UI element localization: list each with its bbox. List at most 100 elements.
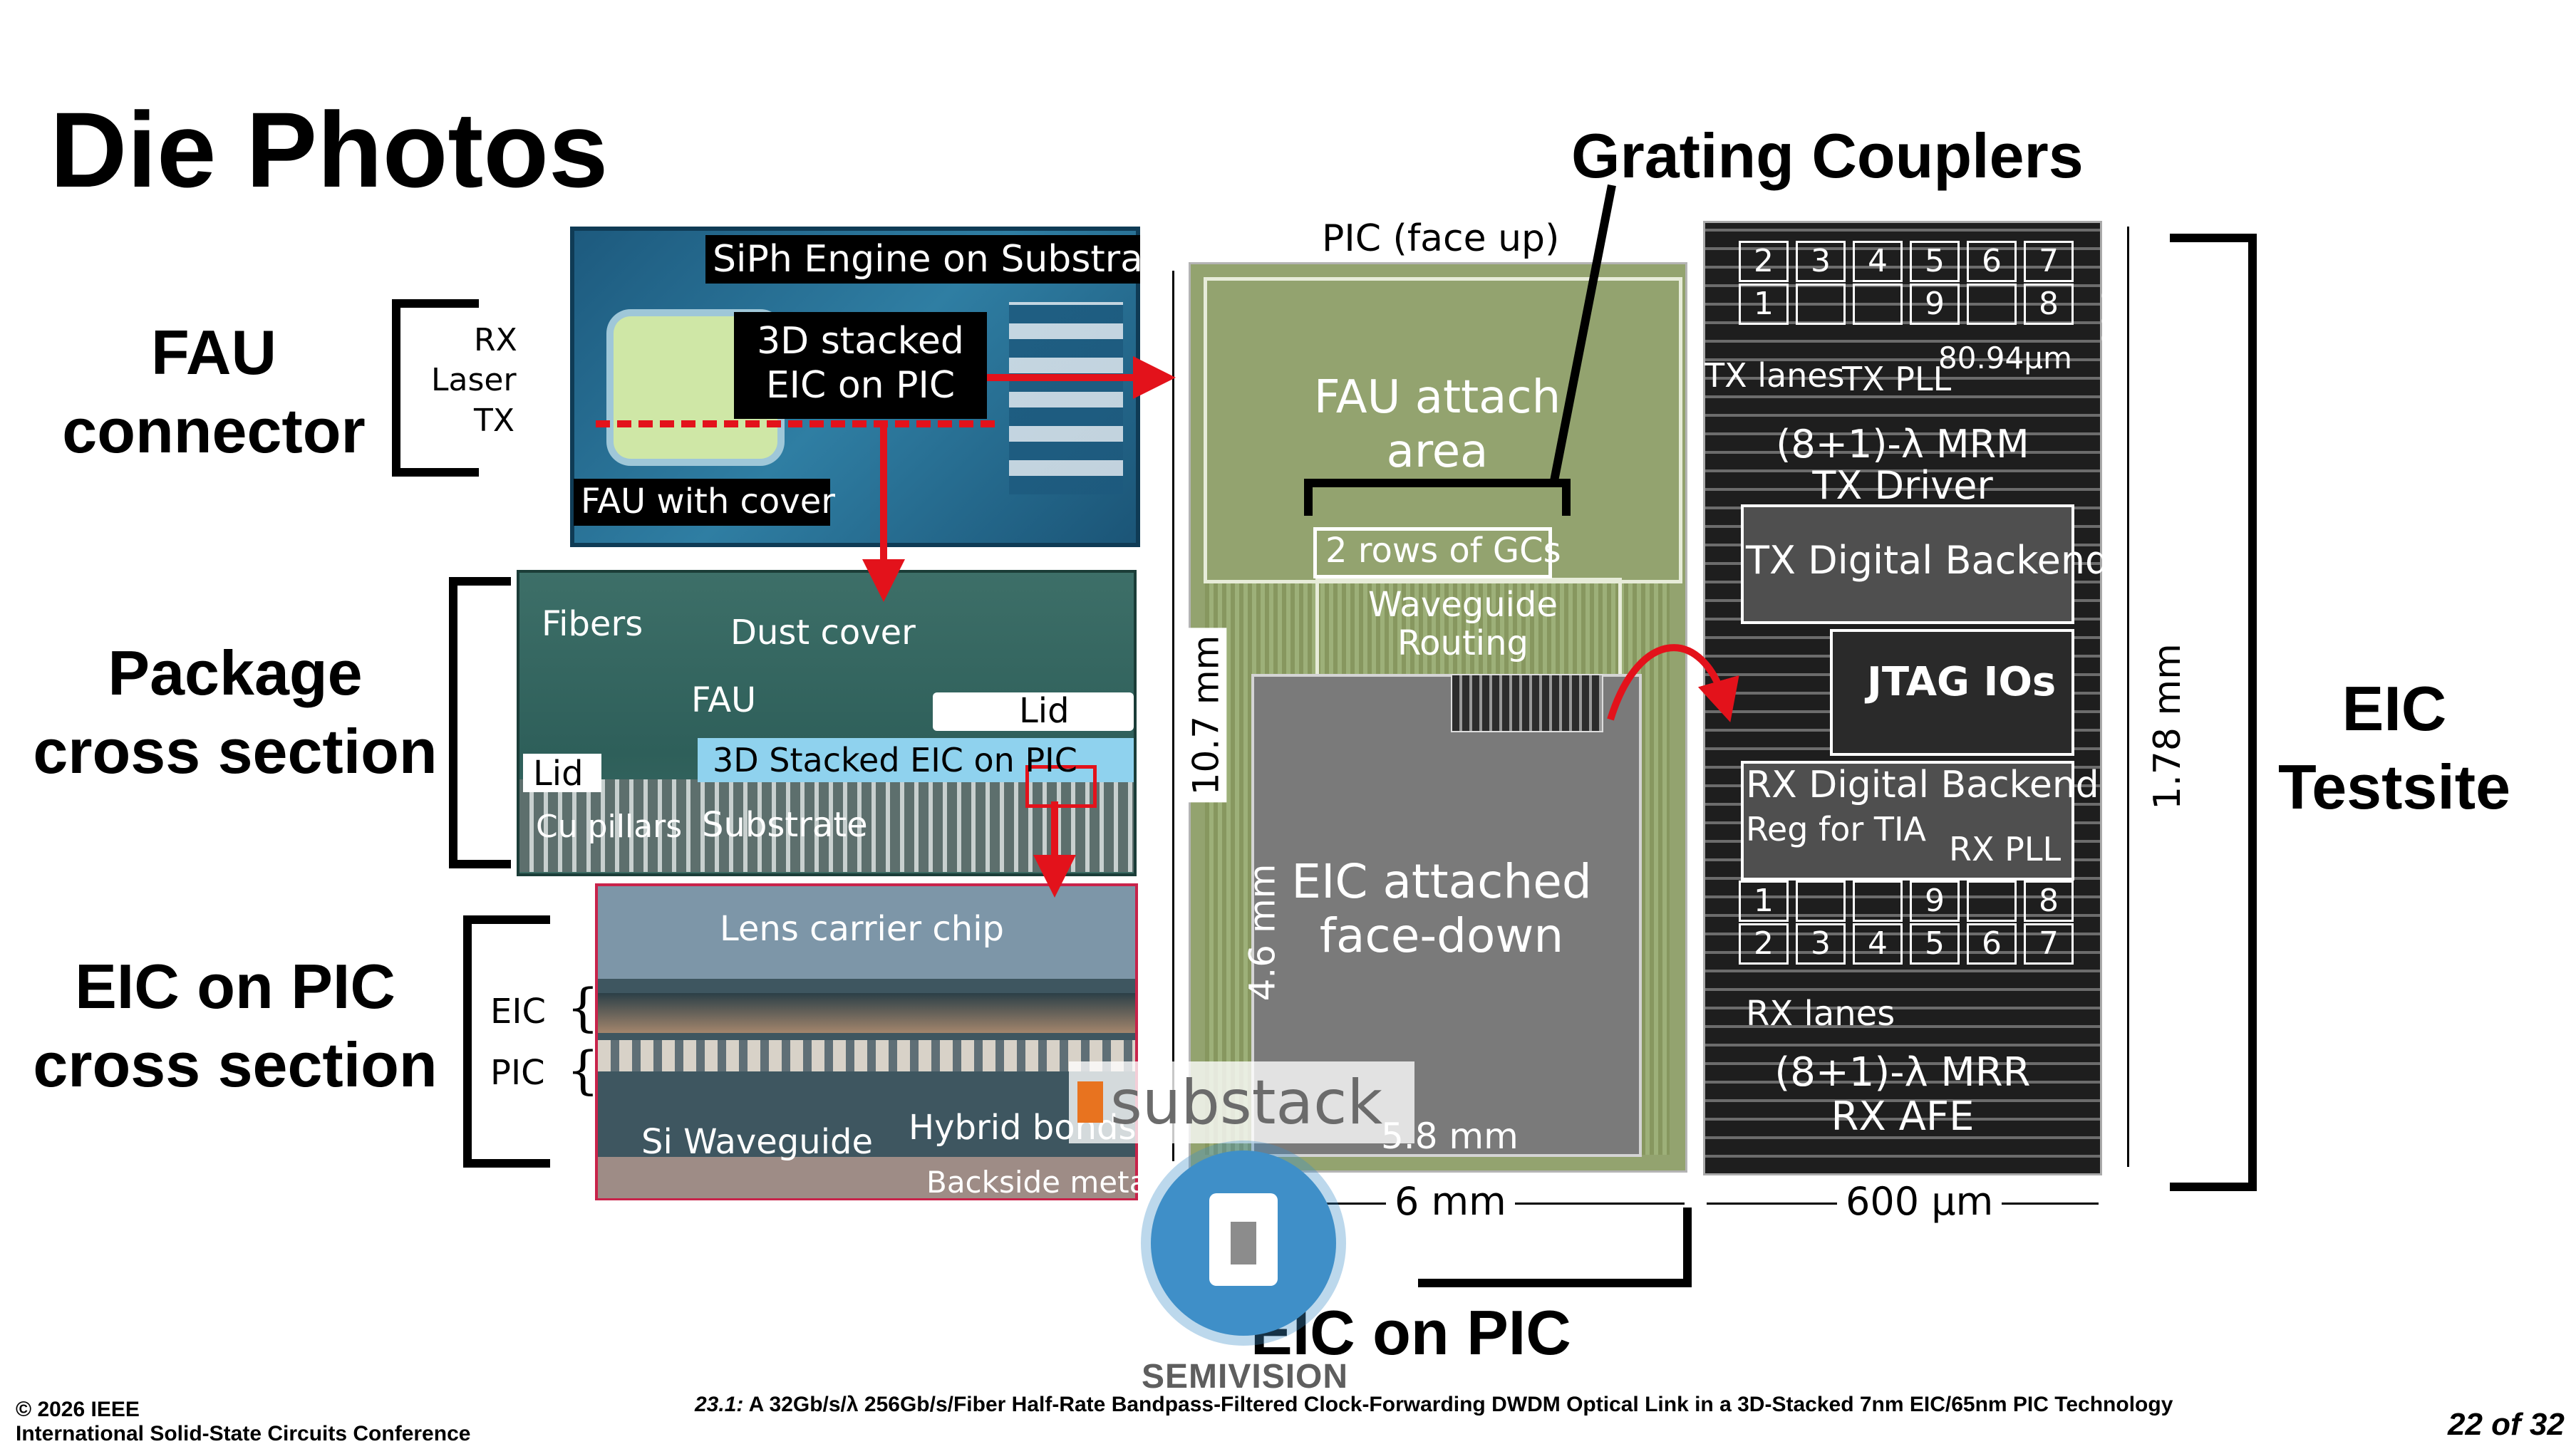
pic-layer-band [598,1040,1135,1071]
fau-label: FAU [691,680,757,720]
package-photo [517,570,1137,876]
tx-lane-bottom-3: 9 [1910,284,1960,325]
siph-title: SiPh Engine on Substrate [713,238,1181,281]
slide-title: Die Photos [50,90,609,209]
fau-with-cover-label: FAU with cover [581,482,835,521]
pic-brace: { [567,1040,599,1100]
eic-on-pic-bracket [1418,1208,1692,1287]
mrm-line1: (8+1)-λ MRM [1776,422,2029,467]
package-substrate-band [519,779,1134,872]
eic-testsite-line2: Testsite [2277,752,2511,822]
pic-width-label: 6 mm [1386,1179,1515,1224]
gc-pointer [1549,184,1616,486]
stacked-box [734,312,987,419]
waveguide-line2: Routing [1397,623,1529,663]
rx-lane-bottom-4: 6 [1967,923,2017,965]
eic-on-pic-cross-line1: EIC on PIC [75,951,395,1022]
rx-lanes-label: RX lanes [1746,994,1895,1034]
waveguide-line1: Waveguide [1368,585,1558,625]
semivision-logo [1151,1151,1336,1336]
fau-attach-line1: FAU attach [1313,371,1561,424]
tx-lane-top-2: 4 [1853,241,1903,282]
fau-connector-label: FAU connector [43,313,385,470]
siph-title-box [705,235,1140,284]
package-lid-left [523,754,601,792]
pitch-label: 80.94μm [1938,341,2072,375]
lid-right-label: Lid [1019,691,1070,731]
tx-lane-bottom-0: 1 [1739,284,1789,325]
tx-backend-label: TX Digital Backend [1746,538,2110,583]
eic-attached-line1: EIC attached [1291,854,1592,909]
package-bracket [449,577,511,868]
tx-pll-label: TX PLL [1842,360,1952,398]
package-zoom-box [1025,765,1097,808]
substack-text: substack [1110,1067,1383,1138]
tx-lane-bottom-4 [1967,284,2017,325]
si-waveguide-label: Si Waveguide [641,1122,874,1162]
rx-pll-label: RX PLL [1949,830,2062,868]
eic-photo [1703,221,2102,1175]
stacked-line2: EIC on PIC [765,364,956,407]
tx-lane-top-1: 3 [1796,241,1846,282]
package-stacked-label: 3D Stacked EIC on PIC [713,741,1077,779]
mrm-line2: TX Driver [1812,463,1993,508]
eic-testsite-label: EIC Testsite [2259,670,2530,826]
mrm-label: (8+1)-λ MRM TX Driver [1739,424,2067,507]
footer-copyright: © 2026 IEEE [16,1398,140,1421]
reg-tia-label: Reg for TIA [1746,810,1927,848]
stacked-line1: 3D stacked [757,320,964,363]
stacked-label: 3D stacked EIC on PIC [734,319,987,407]
substack-logo [1077,1081,1103,1123]
rx-lane-bottom-2: 4 [1853,923,1903,965]
fibers-label: Fibers [542,604,643,644]
fau-connector-line1: FAU [151,317,276,388]
gc-rows-box [1313,527,1552,578]
eic-on-pic-cross-section-label: EIC on PIC cross section [7,947,463,1104]
testsite-bracket [2170,234,2257,1191]
pic-eic-mini-die [1451,674,1603,732]
package-cross-section-label: Package cross section [14,634,456,791]
backside-metal-band [598,1157,1135,1198]
dashed-line [596,420,995,427]
eic-pic-photo [595,883,1138,1200]
eic-layer-band [598,993,1135,1033]
pad-grid [1009,302,1123,494]
rx-lane-top-4 [1967,881,2017,922]
footer-paper-title: A 32Gb/s/λ 256Gb/s/Fiber Half-Rate Bandp… [748,1393,2173,1416]
page-number: 22 of 32 [2448,1407,2565,1442]
rx-label: RX [474,322,517,358]
eic-on-pic-cross-line2: cross section [33,1029,438,1100]
eic-height-arrow [2127,227,2129,1167]
mrr-line1: (8+1)-λ MRR [1774,1049,2031,1096]
tx-backend-box [1741,504,2074,624]
pic-photo [1189,262,1687,1173]
backside-metal-label: Backside metal [926,1165,1156,1200]
laser-label: Laser [431,362,517,398]
rx-lane-bottom-1: 3 [1796,923,1846,965]
rx-lane-bottom-3: 5 [1910,923,1960,965]
substack-watermark: substack [1069,1061,1414,1143]
rx-backend-label: RX Digital Backend [1746,764,2099,806]
rx-lane-top-0: 1 [1739,881,1789,922]
lens-carrier-band [598,886,1135,979]
eic-brace: { [567,977,599,1037]
mrr-line2: RX AFE [1831,1094,1975,1140]
eic-testsite-line1: EIC [2342,673,2447,744]
eic-width-label: 600 μm [1837,1179,2002,1224]
rx-backend-box [1741,761,2074,881]
footer-paper-id: 23.1: [695,1393,744,1416]
gc-rows-label: 2 rows of GCs [1325,531,1561,571]
jtag-box [1830,629,2074,756]
fau-attach-label: FAU attach area [1201,370,1673,479]
package-cross-section-line2: cross section [33,716,438,786]
tx-lane-top-5: 7 [2024,241,2074,282]
rx-lane-top-1 [1796,881,1846,922]
rx-lane-top-2 [1853,881,1903,922]
tx-lane-top-3: 5 [1910,241,1960,282]
package-lid-right [933,692,1134,731]
tx-lane-top-4: 6 [1967,241,2017,282]
lid-left-label: Lid [533,754,584,794]
pic-face-up-label: PIC (face up) [1322,217,1560,260]
fau-attach-box [1204,277,1682,583]
